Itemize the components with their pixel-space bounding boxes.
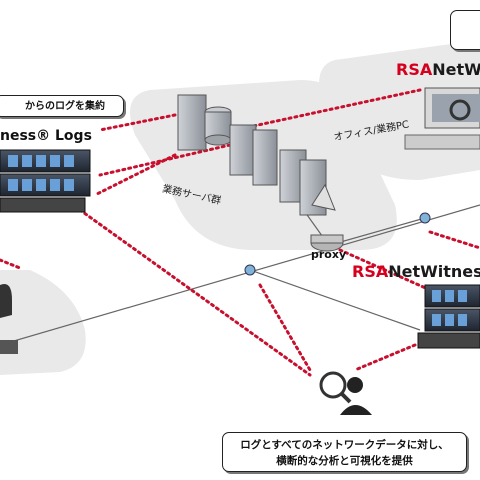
proxy-router <box>310 234 344 252</box>
netwitness-appliance <box>417 284 480 349</box>
network-node <box>244 264 256 276</box>
logs-product-label: ness® Logs <box>0 128 92 144</box>
rsa-netwitness-top-logo: RSANetWi <box>396 60 480 79</box>
rsa-netwitness-mid-logo: RSANetWitnes <box>352 262 480 281</box>
left-device-icon <box>0 284 18 354</box>
top-right-box <box>450 10 480 50</box>
summary-box: ログとすべてのネットワークデータに対し、 横断的な分析と可視化を提供 <box>222 432 467 472</box>
proxy-label: proxy <box>311 248 347 261</box>
log-flow-lines <box>0 88 480 377</box>
business-servers <box>177 94 336 216</box>
analyst-icon <box>319 371 372 415</box>
collect-logs-box: からのログを集約 <box>0 95 124 117</box>
collect-logs-label: からのログを集約 <box>25 101 105 112</box>
network-node <box>419 212 431 224</box>
summary-line-1: ログとすべてのネットワークデータに対し、 <box>240 439 449 451</box>
network-lines <box>0 204 480 346</box>
summary-line-2: 横断的な分析と可視化を提供 <box>276 455 413 467</box>
logs-appliance <box>0 149 91 213</box>
office-pcs <box>404 87 480 150</box>
left-zone-cloud <box>0 270 86 375</box>
